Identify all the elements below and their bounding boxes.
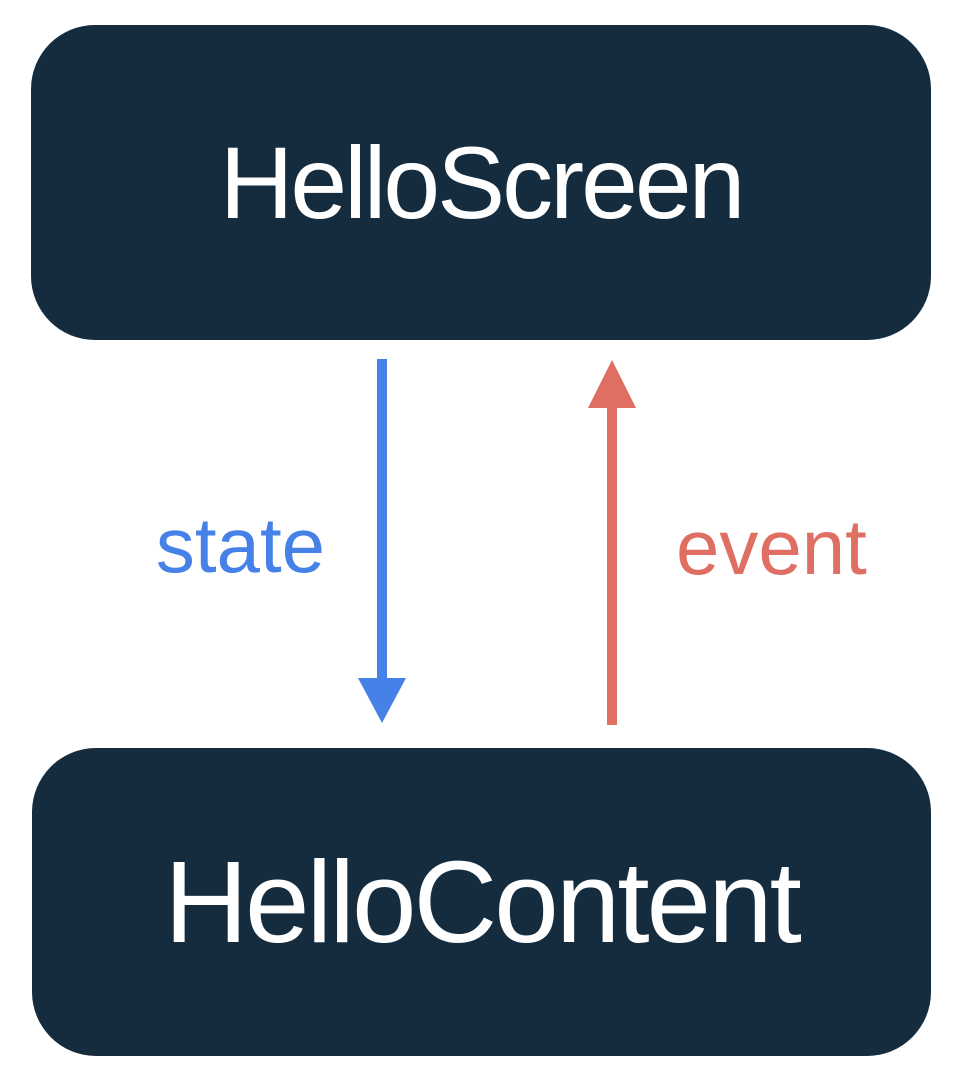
state-arrow-shaft [377, 359, 387, 679]
event-edge-label: event [676, 503, 867, 591]
node-hellocontent-label: HelloContent [164, 837, 802, 967]
event-arrowhead-icon [588, 360, 636, 408]
node-helloscreen: HelloScreen [31, 25, 931, 340]
state-arrowhead-icon [358, 678, 406, 723]
node-helloscreen-label: HelloScreen [219, 125, 746, 240]
event-arrow-up-icon [588, 360, 636, 725]
event-arrow-shaft [607, 408, 617, 725]
state-edge-label: state [155, 501, 325, 589]
node-hellocontent: HelloContent [32, 748, 931, 1056]
state-arrow-down-icon [358, 359, 406, 723]
